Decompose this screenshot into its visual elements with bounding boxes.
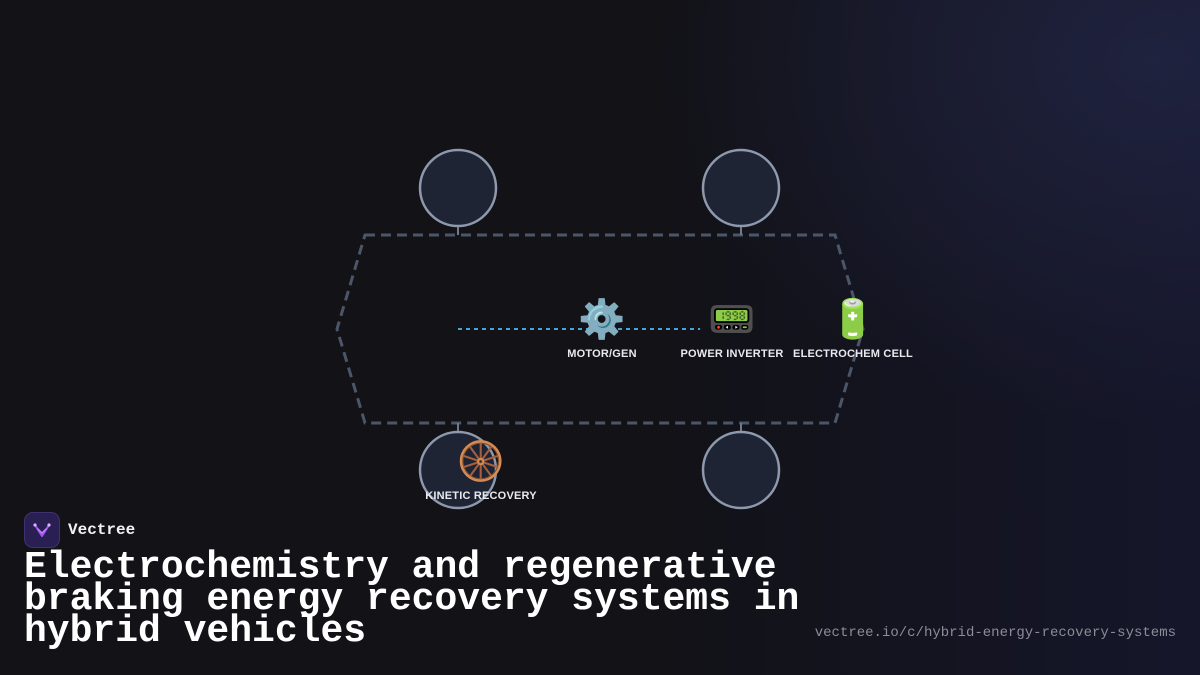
system-boundary-hexagon [335, 233, 865, 425]
logo-mark-icon [33, 523, 51, 537]
page-title: Electrochemistry and regenerative brakin… [24, 546, 800, 653]
node-top-left[interactable] [418, 148, 498, 228]
pager-icon: 📟 [708, 299, 756, 341]
brand[interactable]: Vectree [24, 512, 135, 548]
kinetic-recovery-label: KINETIC RECOVERY [425, 490, 537, 502]
brand-name: Vectree [68, 521, 136, 539]
wheel-icon: 🛞 [457, 441, 505, 483]
component-kinetic-recovery[interactable]: 🛞 KINETIC RECOVERY [414, 440, 548, 502]
component-electrochem-cell[interactable]: 🔋 ELECTROCHEM CELL [786, 298, 920, 360]
node-bottom-right[interactable] [701, 430, 781, 510]
component-motor-gen[interactable]: ⚙️ MOTOR/GEN [554, 298, 650, 360]
page-url[interactable]: vectree.io/c/hybrid-energy-recovery-syst… [814, 625, 1176, 641]
node-bottom-left[interactable] [418, 430, 498, 510]
power-inverter-label: POWER INVERTER [680, 348, 784, 360]
electrochem-cell-label: ELECTROCHEM CELL [793, 348, 913, 360]
battery-icon: 🔋 [829, 299, 877, 341]
vectree-logo-icon [24, 512, 60, 548]
gear-icon: ⚙️ [578, 299, 626, 341]
node-top-right[interactable] [701, 148, 781, 228]
component-power-inverter[interactable]: 📟 POWER INVERTER [670, 298, 794, 360]
motor-gen-label: MOTOR/GEN [567, 348, 637, 360]
